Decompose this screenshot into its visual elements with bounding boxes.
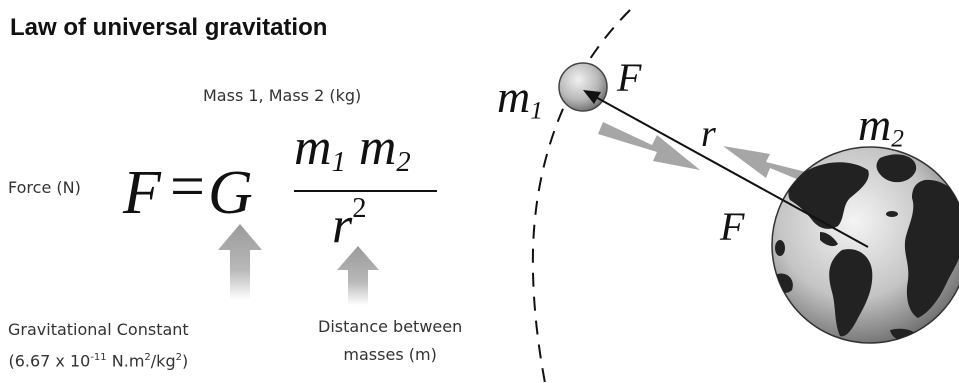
force-arrow-on-mass2 (723, 146, 822, 187)
arrow-to-distance (337, 246, 379, 305)
distance-arrowhead (583, 90, 601, 104)
force-label: Force (N) (8, 178, 81, 197)
mass-label: Mass 1, Mass 2 (kg) (203, 86, 362, 105)
equation-force: F (123, 159, 161, 227)
force-arrow-on-mass1 (598, 122, 700, 170)
force-symbol-top: F (617, 55, 642, 100)
distance-line (591, 94, 869, 248)
equation-numerator: m1 m2 (294, 119, 411, 179)
mass1-symbol: m1 (497, 71, 543, 125)
page-title: Law of universal gravitation (10, 14, 328, 41)
mass2-symbol: m2 (858, 99, 904, 153)
equation-equals: = (170, 153, 205, 221)
constant-label: Gravitational Constant (6.67 x 10-11 N.m… (8, 320, 189, 371)
arrow-to-constant (218, 224, 262, 300)
distance-label: Distance between masses (m) (318, 317, 463, 364)
distance-symbol: r (701, 113, 716, 155)
equation-denominator: r2 (332, 193, 367, 255)
force-symbol-bottom: F (720, 204, 745, 249)
equation-constant: G (208, 159, 253, 227)
